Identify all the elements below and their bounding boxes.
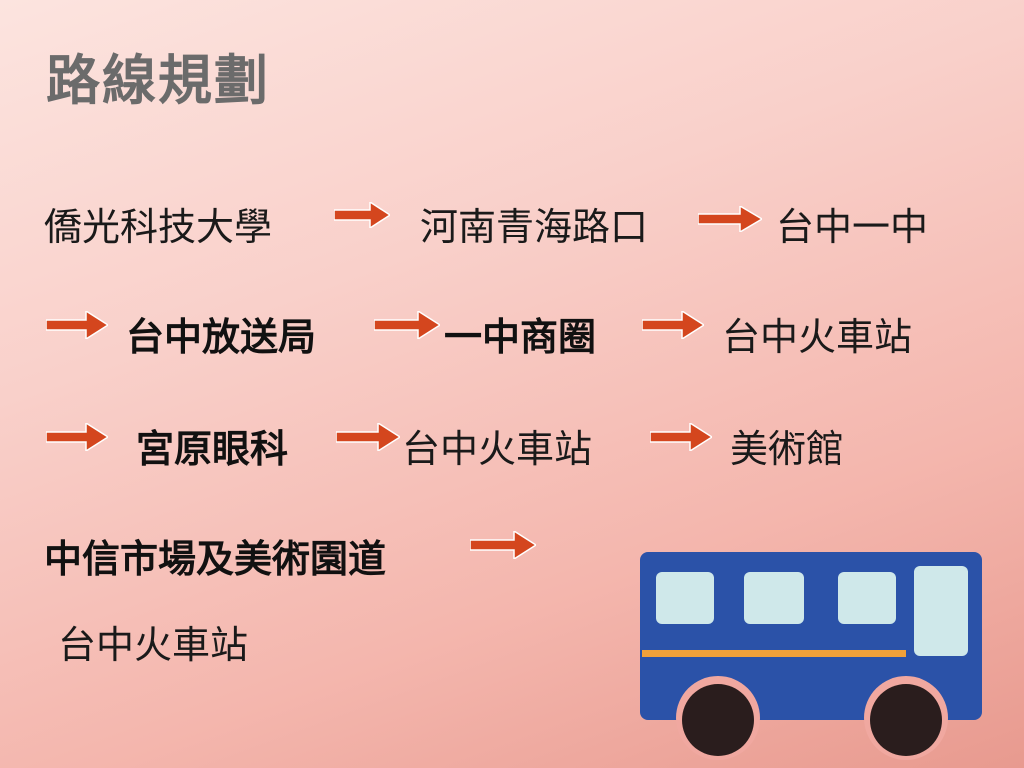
stop-6: 台中火車站 <box>722 315 913 359</box>
right-arrow-icon <box>374 311 440 339</box>
stop-1: 僑光科技大學 <box>44 205 273 249</box>
stop-11: 台中火車站 <box>58 623 249 667</box>
right-arrow-icon <box>650 423 712 451</box>
right-arrow-icon <box>336 423 400 451</box>
stop-4: 台中放送局 <box>126 315 317 359</box>
stop-8: 台中火車站 <box>402 427 593 471</box>
bus-icon <box>640 552 982 760</box>
right-arrow-icon <box>46 423 108 451</box>
stop-7: 宮原眼科 <box>136 427 289 471</box>
right-arrow-icon <box>46 311 108 339</box>
stop-2: 河南青海路口 <box>420 205 649 249</box>
stop-10: 中信市場及美術園道 <box>44 537 387 581</box>
stop-5: 一中商圈 <box>444 315 597 359</box>
right-arrow-icon <box>698 206 762 232</box>
right-arrow-icon <box>470 531 536 559</box>
stop-3: 台中一中 <box>776 205 929 249</box>
slide-title: 路線規劃 <box>46 49 270 112</box>
stop-9: 美術館 <box>730 427 845 471</box>
right-arrow-icon <box>334 202 390 228</box>
right-arrow-icon <box>642 311 704 339</box>
